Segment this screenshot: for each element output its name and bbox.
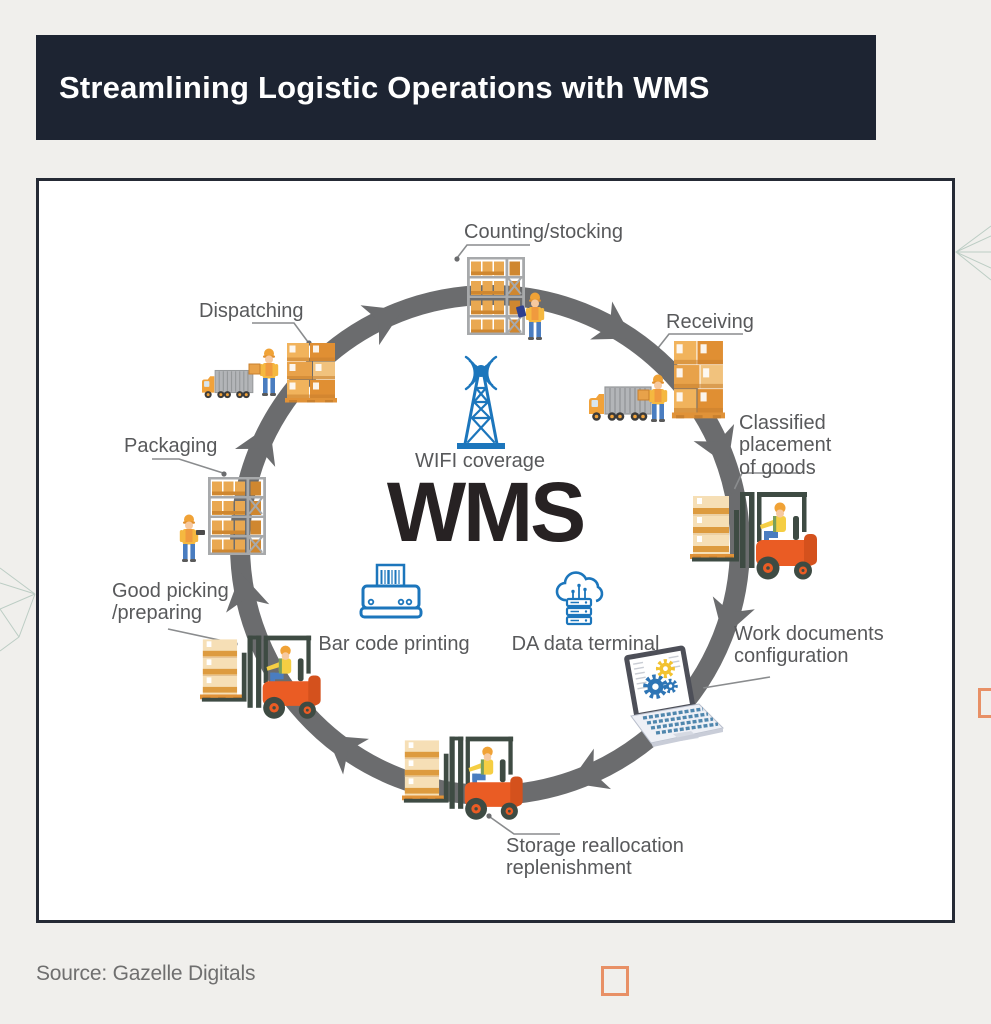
station-label-work-documents: Work documents configuration: [734, 623, 884, 668]
hub-label-da-data-terminal: DA data terminal: [511, 633, 660, 655]
receiving-icon: [588, 341, 725, 422]
station-label-counting-stocking: Counting/stocking: [464, 221, 623, 243]
cloud-server-icon: [555, 571, 604, 626]
wireframe-deco-right: [954, 225, 991, 281]
hub-label-barcode-printing: Bar code printing: [318, 633, 470, 655]
packaging-icon: [179, 476, 267, 562]
flow-arrows: [226, 301, 755, 790]
flow-arrow: [693, 423, 735, 466]
leader-lines: [152, 244, 800, 835]
station-label-storage-reallocation: Storage reallocation replenishment: [506, 835, 684, 880]
barcode-printer-icon: [359, 563, 423, 619]
page-title: Streamlining Logistic Operations with WM…: [59, 69, 710, 105]
station-label-packaging: Packaging: [124, 435, 218, 457]
good-picking-forklift-icon: [199, 635, 322, 720]
station-label-classified-placement: Classified placement of goods: [739, 412, 832, 479]
station-label-receiving: Receiving: [666, 311, 754, 333]
counting-stocking-icon: [466, 256, 545, 340]
station-label-dispatching: Dispatching: [199, 300, 304, 322]
classified-placement-forklift-icon: [689, 491, 818, 580]
source-attribution: Source: Gazelle Digitals: [36, 962, 256, 985]
orange-square-deco-edge: [978, 688, 991, 718]
flow-arrow: [234, 425, 276, 467]
hub-label-wifi-coverage: WIFI coverage: [414, 450, 546, 472]
flow-arrow: [226, 573, 270, 613]
wms-center-text: WMS: [386, 465, 586, 559]
flow-arrow: [712, 596, 755, 638]
wms-cycle-diagram: [152, 244, 818, 835]
flow-arrow: [569, 748, 612, 790]
storage-reallocation-forklift-icon: [401, 736, 524, 821]
radio-tower-icon: [455, 355, 507, 451]
flow-arrow: [326, 735, 369, 775]
flow-arrow: [360, 305, 403, 346]
dispatching-icon: [201, 343, 337, 403]
flow-arrow: [590, 301, 633, 340]
wireframe-deco-left: [0, 567, 36, 652]
title-banner: Streamlining Logistic Operations with WM…: [36, 35, 876, 140]
station-label-good-picking: Good picking /preparing: [112, 580, 229, 625]
orange-square-deco: [601, 966, 629, 996]
